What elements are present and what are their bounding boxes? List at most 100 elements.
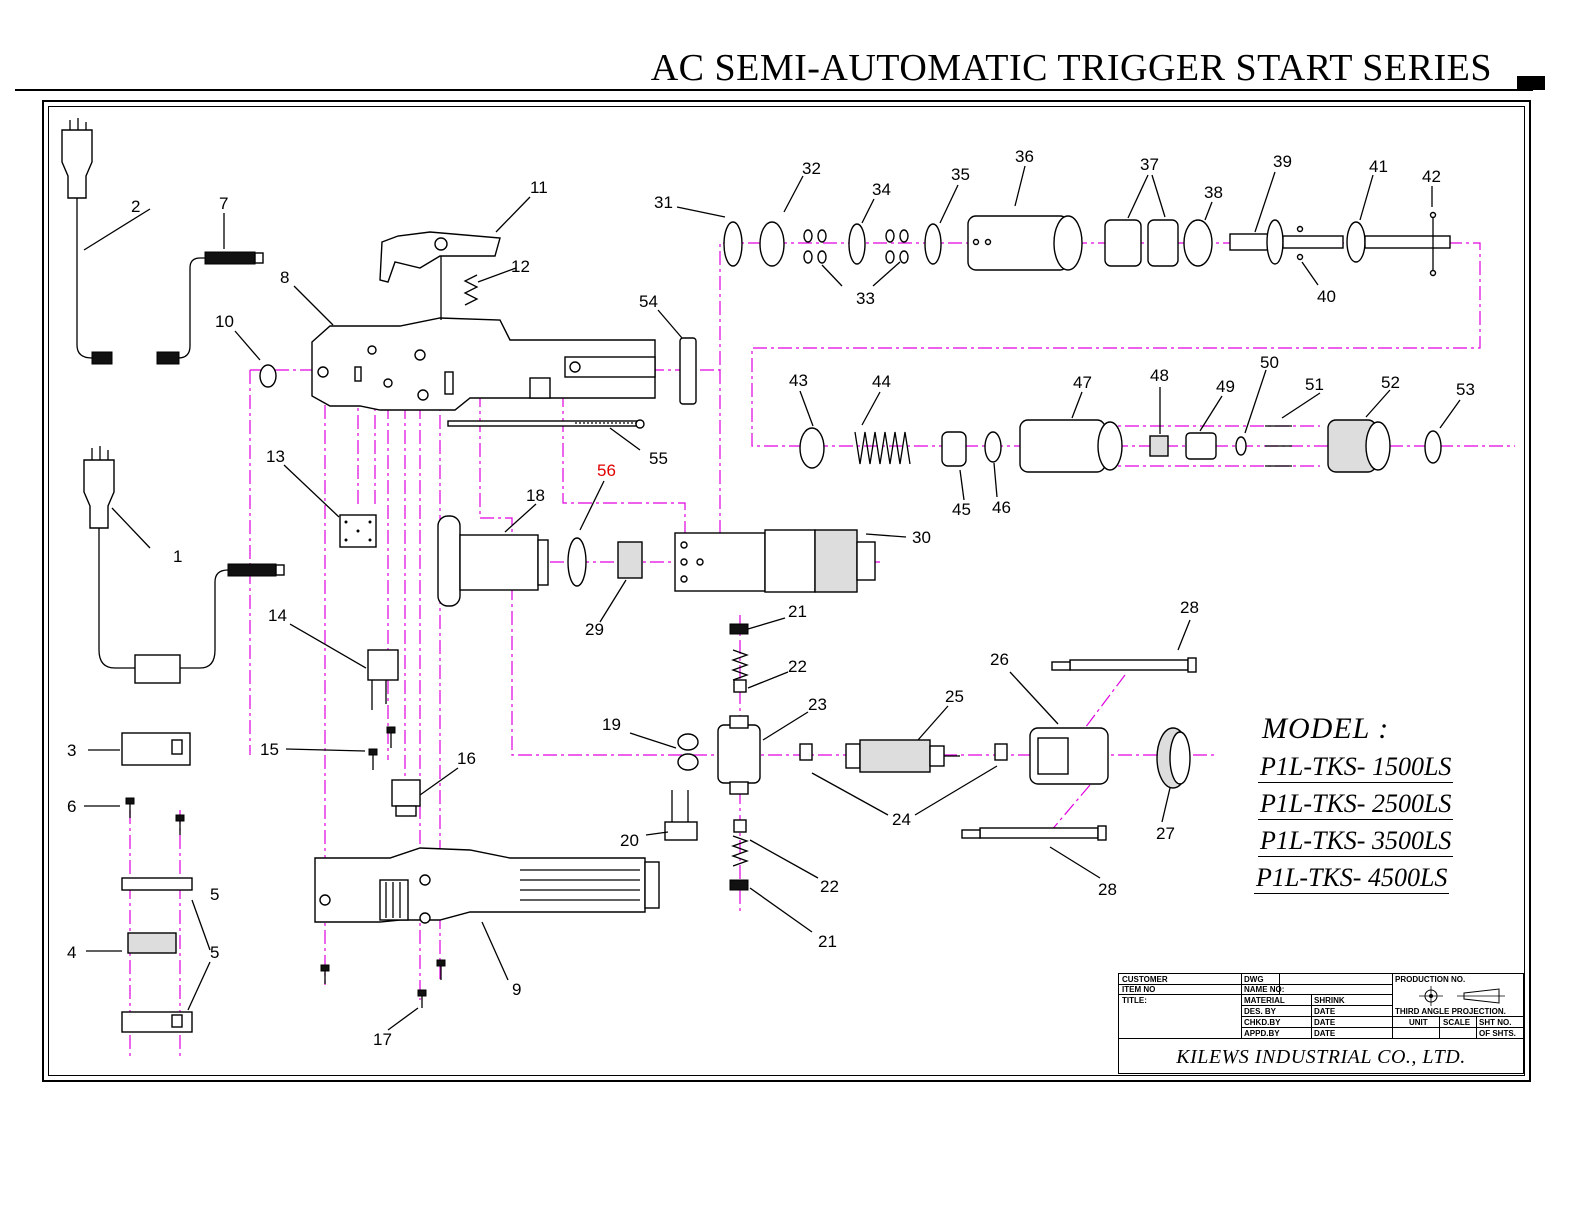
brush-assembly	[664, 623, 1008, 891]
part-label-42: 42	[1422, 167, 1441, 186]
part-label-34: 34	[872, 180, 891, 199]
oring-56	[567, 537, 587, 587]
tb-dwg: DWG	[1244, 975, 1264, 984]
part-label-5a: 5	[210, 885, 219, 904]
part-label-26: 26	[990, 650, 1009, 669]
tb-material: MATERIAL	[1244, 996, 1285, 1005]
part-label-47: 47	[1073, 373, 1092, 392]
part-label-51: 51	[1305, 375, 1324, 394]
power-cord-2	[61, 118, 113, 365]
tb-item-no: ITEM NO	[1122, 985, 1156, 994]
part-label-28a: 28	[1180, 598, 1199, 617]
part-label-50: 50	[1260, 353, 1279, 372]
tb-of-shts: OF SHTS.	[1479, 1029, 1516, 1038]
tb-date-2: DATE	[1314, 1018, 1336, 1027]
spring-12	[463, 274, 479, 306]
leader-lines	[83, 165, 1461, 1031]
stator-26	[1029, 727, 1109, 785]
tb-date-1: DATE	[1314, 1007, 1336, 1016]
part-label-33: 33	[856, 289, 875, 308]
lower-housing-9	[314, 847, 660, 924]
tb-name-no: NAME NO:	[1244, 985, 1285, 994]
drawing-frame-outer	[42, 100, 1531, 1082]
part-label-3: 3	[67, 741, 76, 760]
part-label-21b: 21	[818, 932, 837, 951]
part-label-46: 46	[992, 498, 1011, 517]
tb-customer: CUSTOMER	[1122, 975, 1168, 984]
model-number-2500: P1L-TKS- 2500LS	[1258, 789, 1454, 820]
part-label-4: 4	[67, 943, 76, 962]
clutch-18	[437, 515, 549, 607]
fan-27	[1156, 727, 1191, 789]
part-label-56: 56	[597, 461, 616, 480]
part-label-23: 23	[808, 695, 827, 714]
model-number-1500: P1L-TKS- 1500LS	[1258, 752, 1454, 783]
housing-box-parts	[121, 732, 193, 1033]
company-name: KILEWS INDUSTRIAL CO., LTD.	[1176, 1046, 1466, 1068]
drawing-title: AC SEMI-AUTOMATIC TRIGGER START SERIES	[650, 47, 1492, 89]
nut-29	[617, 541, 643, 579]
tb-chkd-by: CHKD.BY	[1244, 1018, 1281, 1027]
part-label-11: 11	[530, 178, 548, 197]
part-label-12: 12	[511, 257, 530, 276]
tb-unit: UNIT	[1409, 1018, 1428, 1027]
part-label-37: 37	[1140, 155, 1159, 174]
tb-des-by: DES. BY	[1244, 1007, 1277, 1016]
drawing-frame-inner	[48, 106, 1525, 1076]
hose-7	[156, 251, 264, 365]
tb-title: TITLE:	[1122, 996, 1147, 1005]
title-rule	[15, 89, 1533, 91]
tb-projection: THIRD ANGLE PROJECTION.	[1395, 1007, 1506, 1016]
part-label-20: 20	[620, 831, 639, 850]
part-label-2: 2	[131, 197, 140, 216]
part-label-35: 35	[951, 165, 970, 184]
part-label-45: 45	[952, 500, 971, 519]
model-heading: MODEL :	[1262, 712, 1390, 745]
part-label-9: 9	[512, 980, 521, 999]
part-label-43: 43	[789, 371, 808, 390]
part-label-36: 36	[1015, 147, 1034, 166]
part-label-31: 31	[654, 193, 673, 212]
part-label-6: 6	[67, 797, 76, 816]
trigger-11	[379, 231, 501, 320]
upper-housing-8	[311, 317, 656, 411]
bolts-28	[961, 657, 1197, 841]
part-label-13: 13	[266, 447, 285, 466]
part-label-19: 19	[602, 715, 621, 734]
ring-10	[259, 364, 277, 388]
part-label-29: 29	[585, 620, 604, 639]
tb-appd-by: APPD.BY	[1244, 1029, 1280, 1038]
part-label-10: 10	[215, 312, 234, 331]
cap-54	[679, 337, 697, 405]
motor-30	[674, 529, 876, 593]
part-label-5b: 5	[210, 943, 219, 962]
model-number-4500: P1L-TKS- 4500LS	[1254, 863, 1450, 894]
part-labels: 1 2 3 4 5 5 6 7 8 9 10 11 12 13 14 15 16…	[67, 147, 1475, 1049]
tb-date-3: DATE	[1314, 1029, 1336, 1038]
tb-production-no: PRODUCTION NO.	[1395, 975, 1466, 984]
part-label-49: 49	[1216, 377, 1235, 396]
part-label-24: 24	[892, 810, 911, 829]
part-label-1: 1	[173, 547, 182, 566]
armature-25	[845, 739, 960, 773]
output-parts-top	[723, 211, 1451, 277]
model-number-3500: P1L-TKS- 3500LS	[1258, 826, 1454, 857]
part-label-40: 40	[1317, 287, 1336, 306]
part-label-38: 38	[1204, 183, 1223, 202]
part-label-48: 48	[1150, 366, 1169, 385]
tb-scale: SCALE	[1443, 1018, 1471, 1027]
part-label-17: 17	[373, 1030, 392, 1049]
part-label-44: 44	[872, 372, 891, 391]
output-parts-middle	[799, 419, 1442, 473]
power-cord-1	[83, 446, 285, 684]
part-label-8: 8	[280, 268, 289, 287]
part-label-15: 15	[260, 740, 279, 759]
part-label-22b: 22	[820, 877, 839, 896]
switch-parts	[320, 514, 446, 1008]
model-list: MODEL : P1L-TKS- 1500LS P1L-TKS- 2500LS …	[1250, 712, 1490, 894]
part-label-55: 55	[649, 449, 668, 468]
part-label-32: 32	[802, 159, 821, 178]
part-label-30: 30	[912, 528, 931, 547]
part-label-7: 7	[219, 194, 228, 213]
